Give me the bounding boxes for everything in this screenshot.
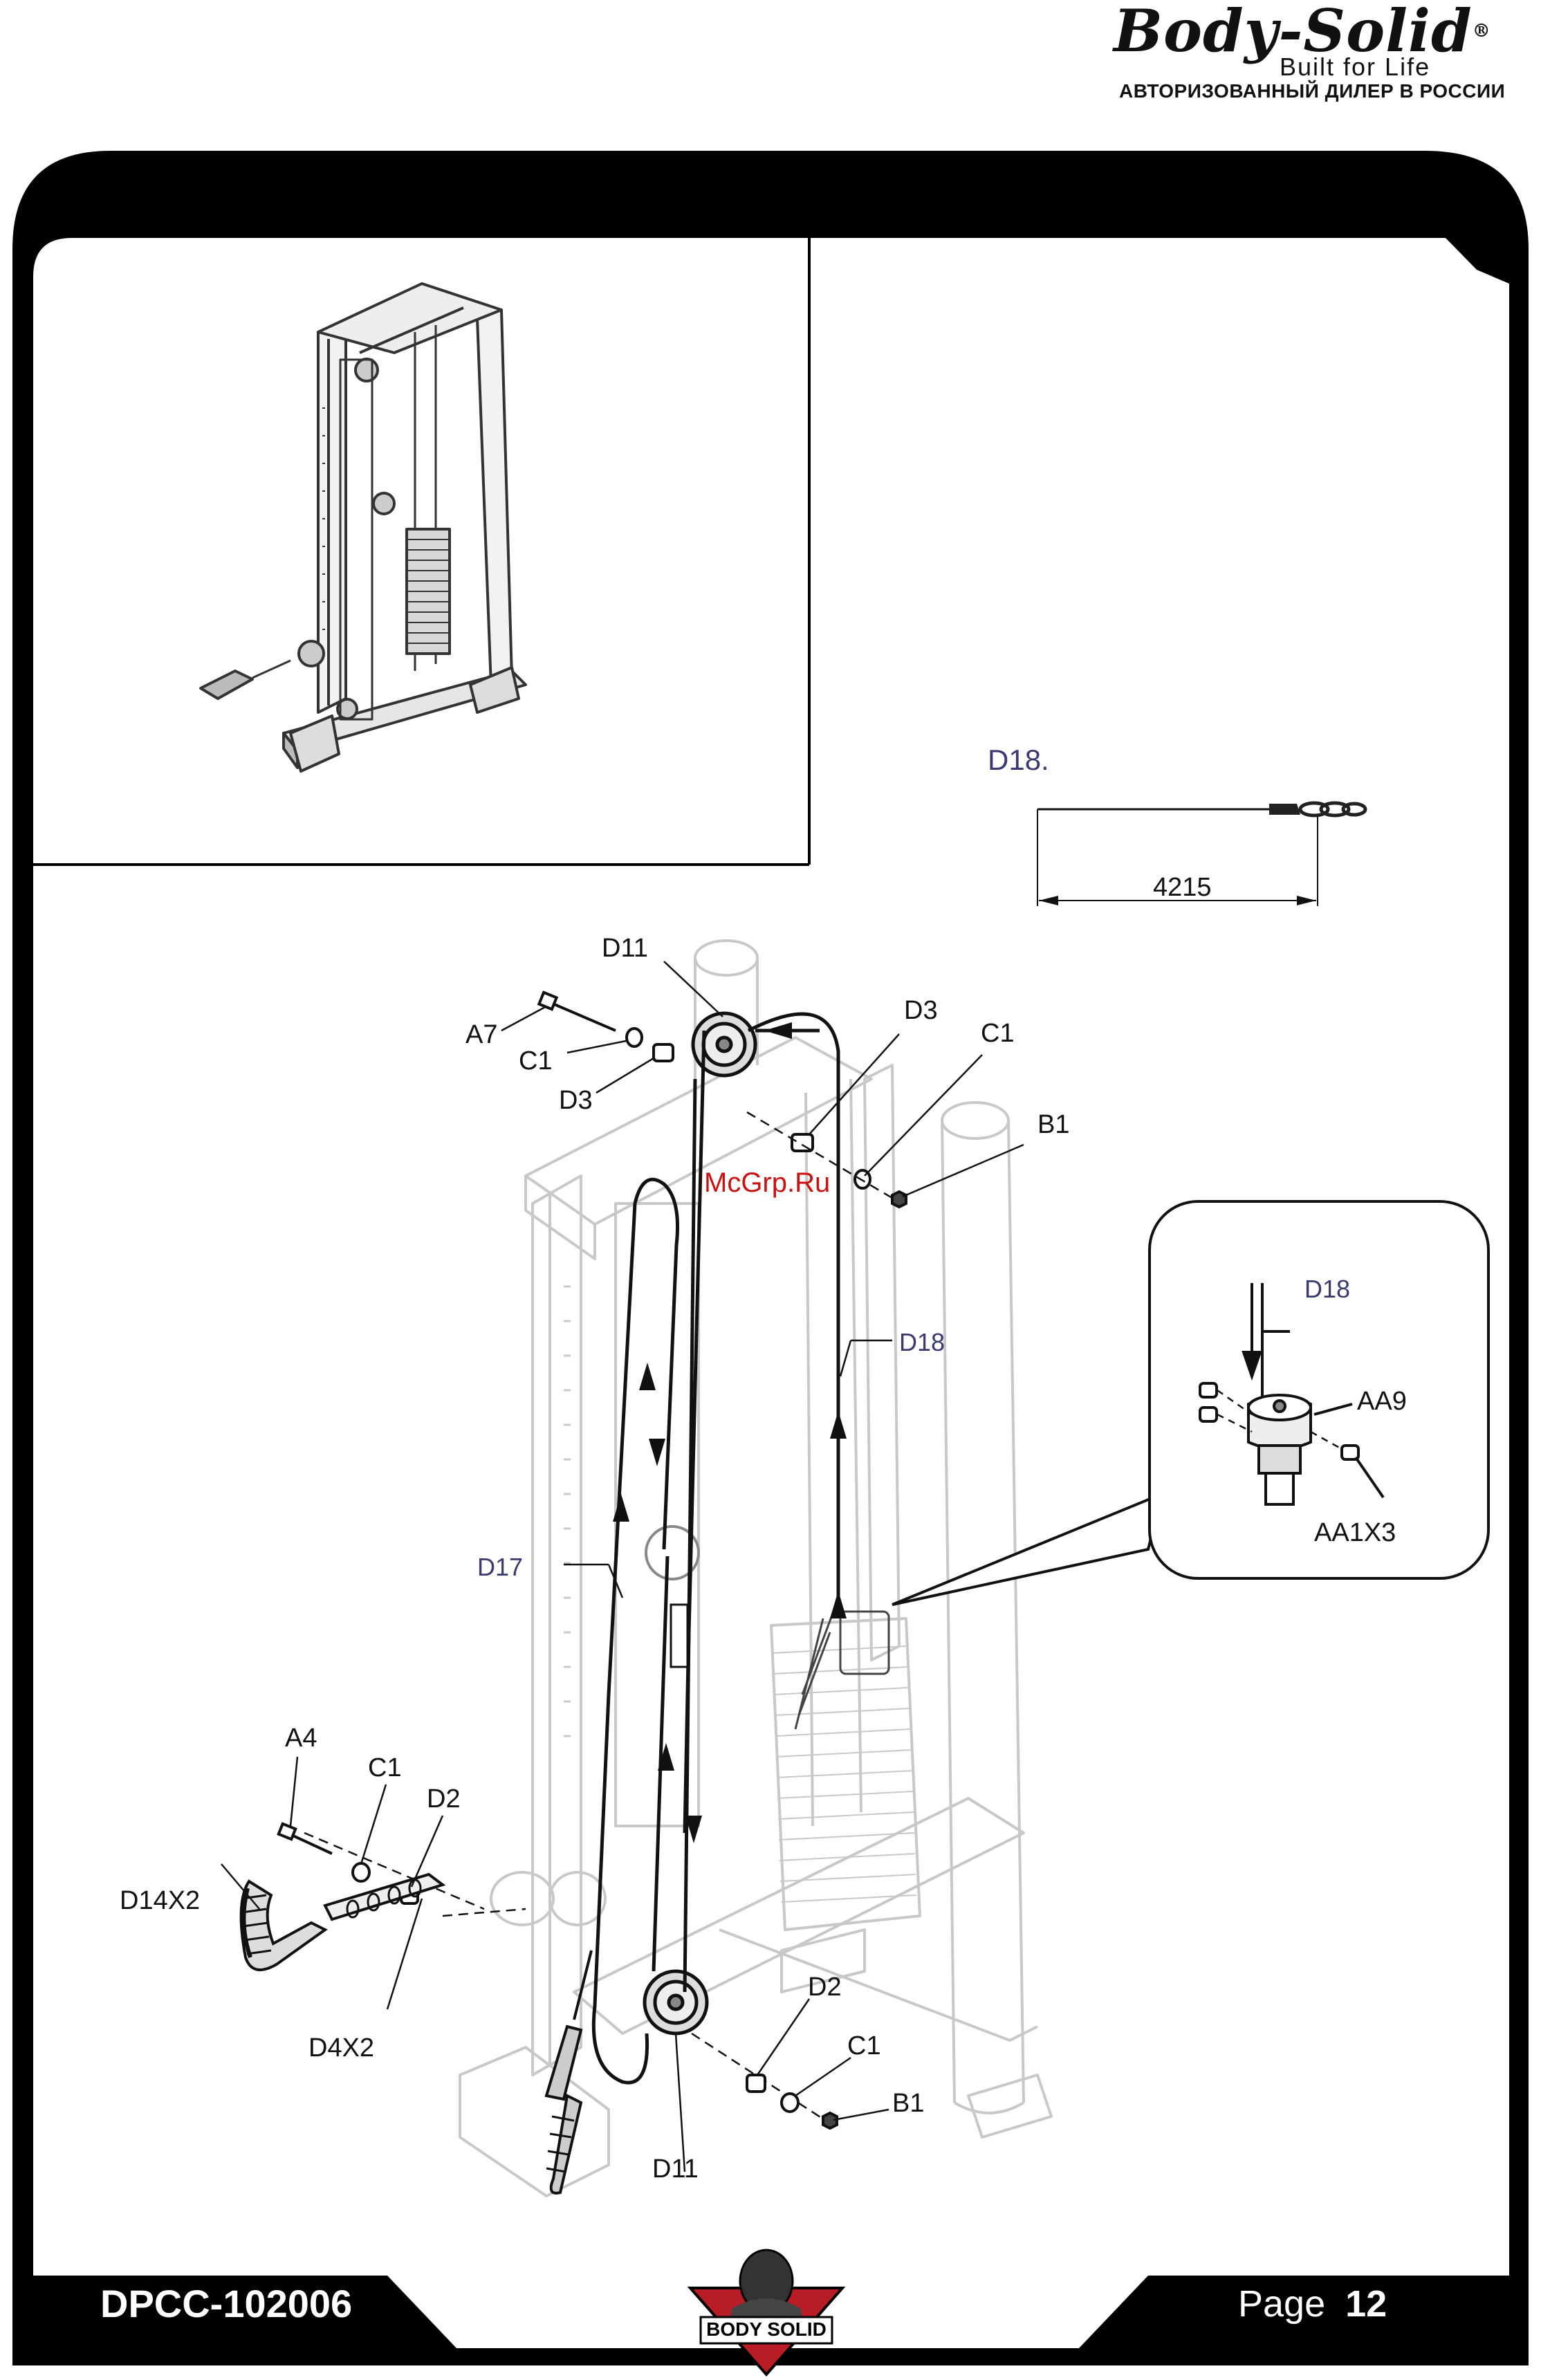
callout-c1-left: C1: [519, 1046, 553, 1076]
callout-d17: D17: [477, 1553, 523, 1582]
callout-c1-bottom: C1: [847, 2031, 881, 2061]
callout-d2-handle: D2: [427, 1784, 461, 1814]
callout-c1-handle: C1: [368, 1753, 402, 1783]
callout-d2-bottom: D2: [808, 1973, 842, 2002]
callout-d14x2: D14X2: [120, 1886, 200, 1916]
callout-d3-left: D3: [559, 1086, 593, 1116]
model-number: DPCC-102006: [100, 2281, 352, 2326]
detail-label-aa1x3: AA1X3: [1314, 1518, 1396, 1548]
callout-d3-right: D3: [904, 996, 938, 1026]
watermark: McGrp.Ru: [704, 1168, 830, 1199]
footer-logo-text: BODY SOLID: [702, 2318, 831, 2341]
page-word: Page: [1238, 2283, 1325, 2325]
page-number: 12: [1345, 2283, 1387, 2325]
callout-b1-top: B1: [1037, 1110, 1069, 1140]
footer-center-logo: [683, 2240, 849, 2378]
callout-b1-bottom: B1: [892, 2089, 924, 2119]
callout-a4: A4: [285, 1724, 317, 1753]
detail-label-d18: D18: [1304, 1275, 1350, 1304]
page-label: Page 12: [1238, 2282, 1387, 2325]
callout-d11-top: D11: [602, 934, 648, 963]
callout-a7: A7: [465, 1020, 497, 1050]
callout-d4x2: D4X2: [308, 2033, 374, 2063]
detail-label-aa9: AA9: [1357, 1387, 1407, 1417]
callout-d18: D18: [899, 1328, 945, 1357]
callout-d11-bottom: D11: [652, 2155, 699, 2184]
callout-c1-right: C1: [981, 1019, 1015, 1049]
